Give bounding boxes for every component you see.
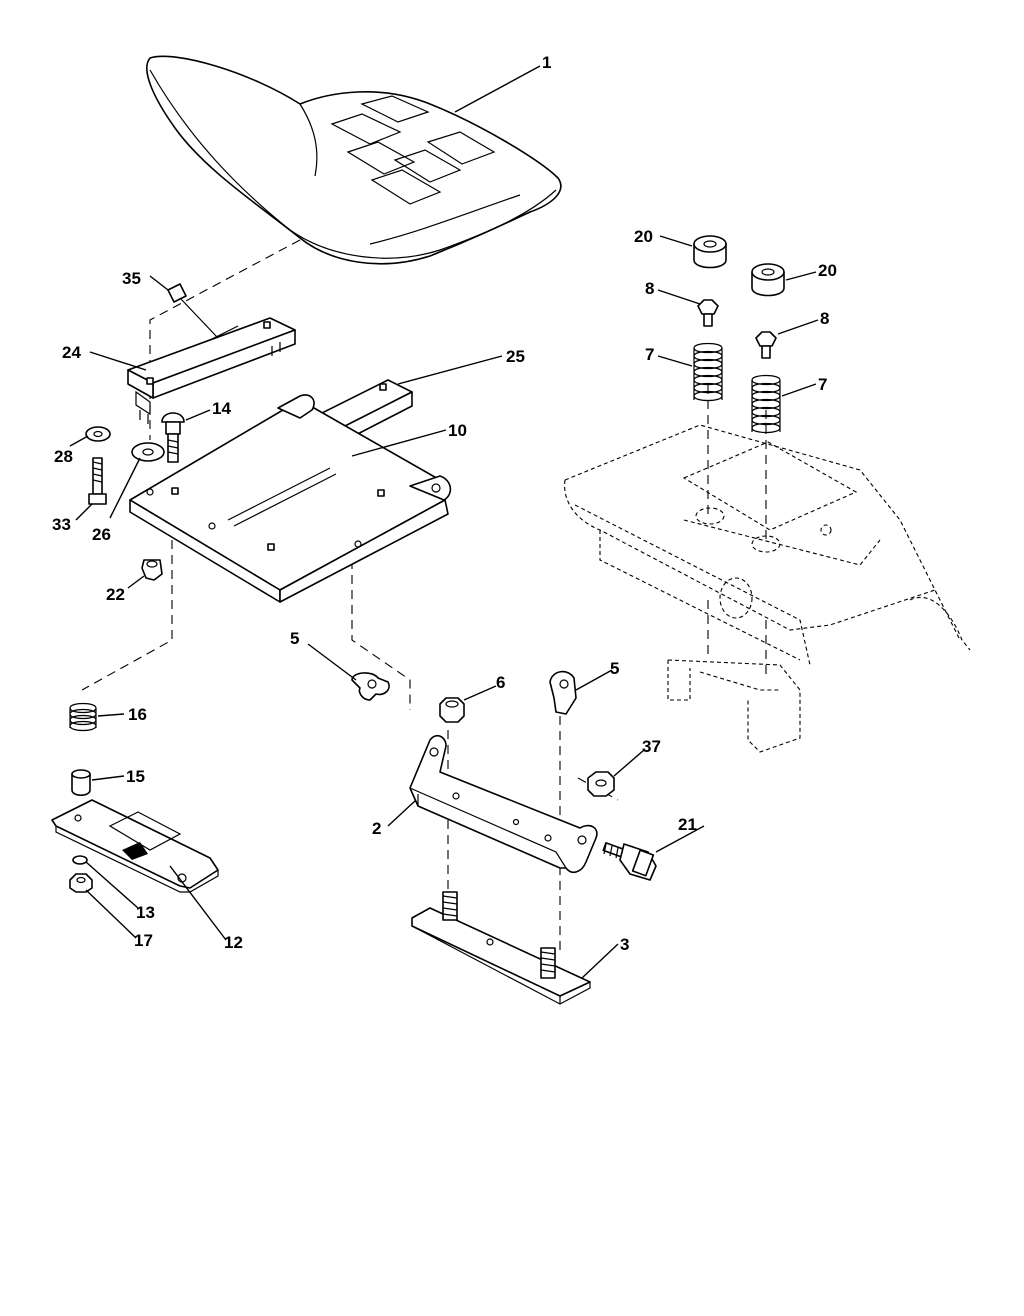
- callout-21: 21: [678, 815, 697, 834]
- callout-6: 6: [496, 673, 505, 692]
- callout-12: 12: [224, 933, 243, 952]
- clip-5-left: [351, 672, 390, 701]
- spring-7-right: [751, 374, 781, 434]
- callout-20-right: 20: [818, 261, 837, 280]
- nut-6: [439, 697, 465, 723]
- bushing-20-right: [751, 263, 785, 297]
- lock-nut-8-left: [697, 299, 719, 327]
- callout-5-right: 5: [610, 659, 619, 678]
- nut-17: [69, 873, 93, 893]
- spring-7-left: [693, 342, 723, 402]
- seat: [146, 55, 562, 265]
- nut-22: [141, 559, 163, 581]
- bushing-20-left: [693, 235, 727, 269]
- callout-14: 14: [212, 399, 231, 418]
- callout-35: 35: [122, 269, 141, 288]
- callout-8-right: 8: [820, 309, 829, 328]
- callout-labels: 1 20 20 35 8 8 24 25 7 7 14 10 28 33 26 …: [52, 53, 837, 954]
- seat-pad-panels: [330, 95, 496, 205]
- pin: [167, 283, 239, 341]
- fender-phantom: [564, 424, 971, 753]
- bolt-33: [88, 457, 107, 505]
- callout-33: 33: [52, 515, 71, 534]
- callout-10: 10: [448, 421, 467, 440]
- spacer-15: [71, 769, 91, 797]
- carriage-bolt-14: [161, 412, 185, 463]
- callout-17: 17: [134, 931, 153, 950]
- callout-22: 22: [106, 585, 125, 604]
- callout-16: 16: [128, 705, 147, 724]
- clip-5-right: [549, 670, 577, 715]
- callout-5-left: 5: [290, 629, 299, 648]
- callout-15: 15: [126, 767, 145, 786]
- callout-2: 2: [372, 819, 381, 838]
- callout-25: 25: [506, 347, 525, 366]
- callout-7-left: 7: [645, 345, 654, 364]
- stud-plate: [411, 891, 591, 1005]
- lock-nut-8-right: [755, 331, 777, 359]
- callout-3: 3: [620, 935, 629, 954]
- callout-24: 24: [62, 343, 81, 362]
- spring-16: [69, 702, 97, 732]
- callout-8-left: 8: [645, 279, 654, 298]
- callout-37: 37: [642, 737, 661, 756]
- callout-1: 1: [542, 53, 551, 72]
- alignment-lines: [81, 239, 767, 950]
- callout-26: 26: [92, 525, 111, 544]
- callout-13: 13: [136, 903, 155, 922]
- seat-pan-bracket: [129, 394, 452, 603]
- washer-26: [131, 442, 165, 462]
- shoulder-bolt-21: [602, 842, 657, 881]
- adjuster-plate: [51, 799, 219, 893]
- leader-lines: [69, 65, 819, 979]
- lock-washer-13: [72, 855, 88, 865]
- callout-20-left: 20: [634, 227, 653, 246]
- seat-slide-left: [127, 317, 296, 424]
- callout-7-right: 7: [818, 375, 827, 394]
- washer-28: [85, 426, 111, 442]
- callout-28: 28: [54, 447, 73, 466]
- nut-37: [587, 771, 615, 797]
- pivot-bracket: [409, 734, 598, 874]
